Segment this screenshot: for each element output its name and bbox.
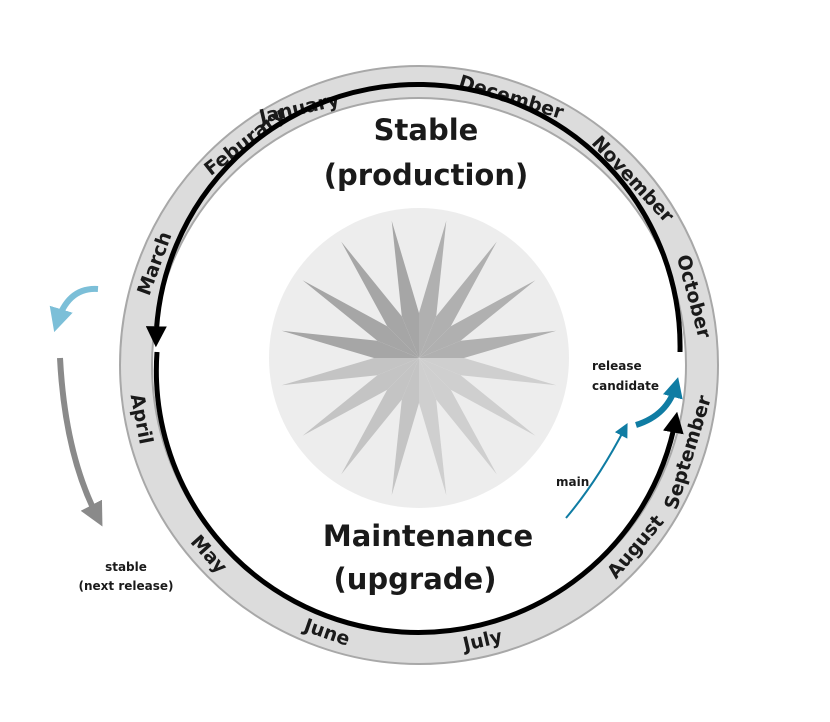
release-candidate-label-line1: release — [592, 359, 642, 373]
star-spike — [281, 358, 419, 386]
star-spike — [302, 280, 419, 358]
star-spike — [302, 358, 419, 436]
star-spike — [419, 358, 447, 496]
star-shape — [281, 220, 557, 496]
stable-next-release-arrow — [57, 357, 103, 527]
star-spike — [281, 330, 419, 358]
stable-title-line2: (production) — [324, 158, 528, 192]
release-candidate-arrow — [635, 377, 683, 428]
fork-arrow-light — [49, 285, 99, 333]
main-branch-arrow — [565, 423, 628, 519]
star-spike — [419, 358, 497, 475]
star-spike — [341, 241, 419, 358]
stable-next-label-line1: stable — [105, 560, 147, 574]
stable-cycle-arrow — [145, 82, 683, 353]
release-candidate-label-line2: candidate — [592, 379, 659, 393]
compass-star-emblem — [269, 208, 569, 508]
stable-next-label-line2: (next release) — [79, 579, 174, 593]
star-spike — [419, 358, 557, 386]
star-spike — [419, 241, 497, 358]
star-spike — [341, 358, 419, 475]
maintenance-title-line1: Maintenance — [323, 519, 533, 553]
stable-title-line1: Stable — [374, 113, 479, 147]
star-spike — [419, 330, 557, 358]
star-spike — [391, 220, 419, 358]
main-label: main — [556, 475, 589, 489]
star-spike — [391, 358, 419, 496]
maintenance-title-line2: (upgrade) — [334, 562, 497, 596]
maintenance-cycle-arrow — [153, 351, 684, 635]
star-spike — [419, 280, 536, 358]
star-spike — [419, 220, 447, 358]
star-spike — [419, 358, 536, 436]
